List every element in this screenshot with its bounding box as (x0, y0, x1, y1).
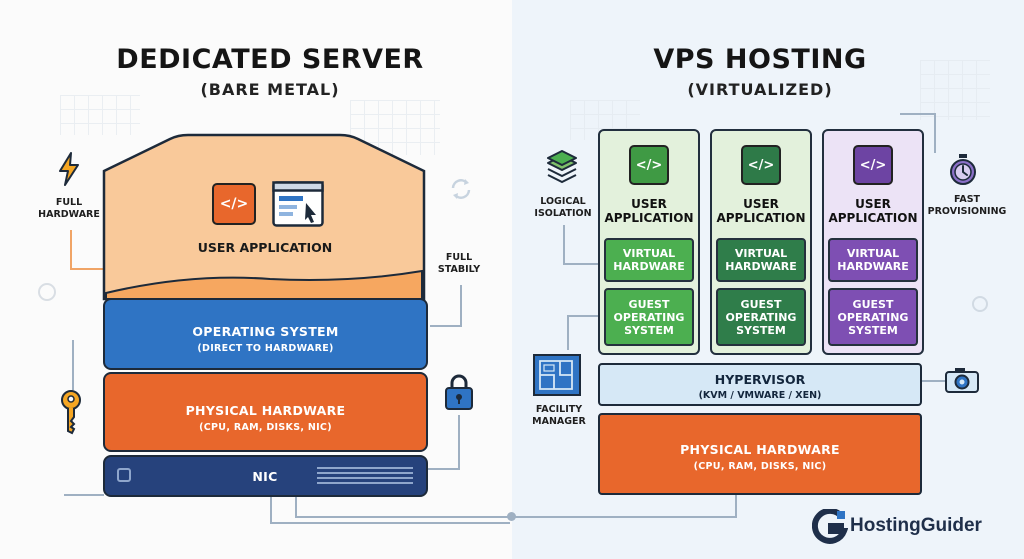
connector-node (507, 512, 516, 521)
code-icon: </> (741, 145, 781, 185)
nic-layer: NIC (103, 455, 428, 497)
connector-line (64, 494, 104, 496)
code-icon: </> (853, 145, 893, 185)
operating-system-label: OPERATING SYSTEM (192, 324, 339, 339)
user-application-layer (102, 133, 426, 301)
full-stability-label: FULL STABILY (437, 252, 481, 275)
operating-system-layer: OPERATING SYSTEM (DIRECT TO HARDWARE) (103, 298, 428, 370)
connector-line (70, 268, 106, 270)
connector-line (270, 522, 510, 524)
vps-subtitle: (VIRTUALIZED) (687, 80, 833, 99)
vps-physical-hardware-label: PHYSICAL HARDWARE (680, 442, 840, 457)
layers-icon (547, 150, 577, 184)
connector-line (735, 495, 737, 518)
dedicated-subtitle: (BARE METAL) (200, 80, 340, 99)
connector-line (70, 230, 72, 270)
connector-line (460, 285, 462, 327)
decorative-circle (38, 283, 56, 301)
key-icon (61, 390, 81, 435)
vent-grille (317, 467, 413, 485)
stopwatch-icon (950, 154, 976, 185)
connector-line (900, 113, 936, 115)
logo-mark-icon (812, 509, 848, 544)
physical-hardware-layer: PHYSICAL HARDWARE (CPU, RAM, DISKS, NIC) (103, 372, 428, 452)
connector-line (428, 468, 460, 470)
connector-line (934, 113, 936, 153)
connector-line (567, 315, 599, 317)
user-application-label: USER APPLICATION (197, 240, 333, 255)
code-icon: </> (212, 183, 256, 225)
code-icon: </> (629, 145, 669, 185)
hypervisor-sub: (KVM / VMWARE / XEN) (698, 390, 822, 401)
connector-line (458, 415, 460, 470)
connector-line (922, 380, 950, 382)
vps-physical-hardware-sub: (CPU, RAM, DISKS, NIC) (693, 461, 827, 472)
hostingguider-logo: HostingGuider (812, 507, 1017, 547)
physical-hardware-sub: (CPU, RAM, DISKS, NIC) (199, 422, 332, 433)
logical-isolation-label: LOGICAL ISOLATION (534, 196, 592, 219)
browser-window-icon (272, 181, 324, 227)
decorative-circle (972, 296, 988, 312)
operating-system-sub: (DIRECT TO HARDWARE) (197, 343, 334, 354)
vps-title: VPS HOSTING (653, 44, 867, 75)
connector-line (72, 340, 74, 390)
brand-name: HostingGuider (850, 515, 982, 536)
connector-line (430, 325, 460, 327)
full-hardware-label: FULL HARDWARE (38, 197, 100, 220)
connector-line (567, 315, 569, 350)
vps-physical-hardware-layer: PHYSICAL HARDWARE (CPU, RAM, DISKS, NIC) (598, 413, 922, 495)
facility-manager-label: FACILITY MANAGER (532, 404, 586, 427)
fast-provisioning-label: FAST PROVISIONING (927, 194, 1007, 217)
connector-line (295, 497, 297, 517)
port-icon (117, 468, 131, 482)
hypervisor-layer: HYPERVISOR (KVM / VMWARE / XEN) (598, 363, 922, 406)
physical-hardware-label: PHYSICAL HARDWARE (185, 403, 346, 418)
connector-line (270, 497, 272, 522)
nic-label: NIC (252, 469, 278, 484)
hypervisor-label: HYPERVISOR (714, 372, 806, 387)
camera-icon (945, 368, 979, 393)
grid-decoration (920, 60, 990, 120)
connector-line (563, 225, 565, 265)
connector-line (563, 263, 599, 265)
refresh-icon (451, 179, 471, 199)
padlock-icon (445, 374, 473, 410)
grid-decoration (60, 95, 140, 135)
blueprint-icon (533, 354, 581, 396)
dedicated-title: DEDICATED SERVER (116, 44, 424, 75)
lightning-icon (59, 152, 79, 186)
